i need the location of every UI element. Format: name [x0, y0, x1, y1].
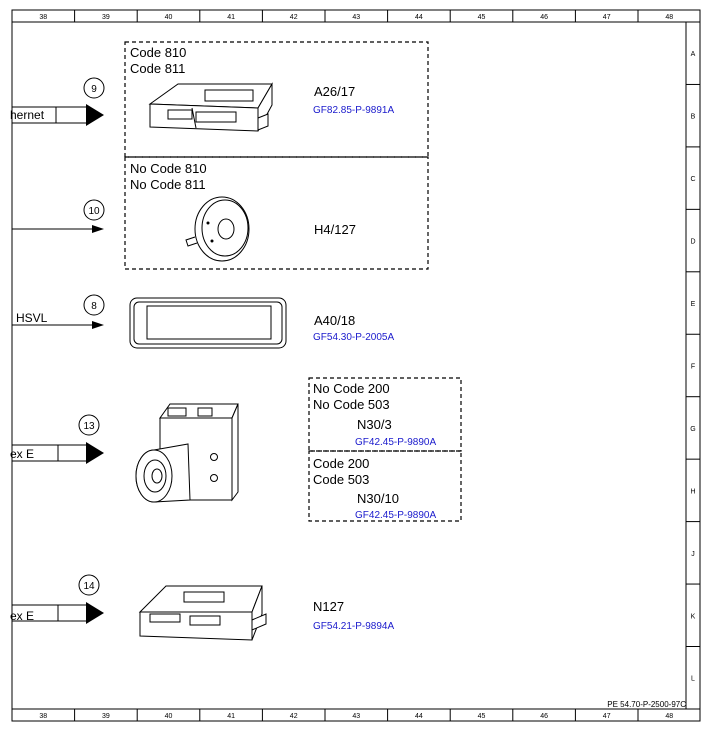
n127-id: N127	[313, 599, 344, 614]
a26-17-reference-link[interactable]: GF82.85-P-9891A	[313, 105, 394, 116]
no-code-810-group-box	[124, 156, 429, 270]
a26-17-module-drawing	[148, 82, 273, 132]
column-label-bottom: 41	[227, 713, 235, 720]
no-code-810-label: No Code 810	[130, 161, 207, 176]
connector-arrow-icon	[86, 602, 104, 624]
connector-arrow-icon	[86, 442, 104, 464]
row-label: L	[691, 676, 695, 683]
connection-label-9: hernet	[10, 108, 45, 122]
no-code-503-label: No Code 503	[313, 397, 390, 412]
column-label-top: 40	[165, 14, 173, 21]
connection-number-14: 14	[83, 581, 95, 592]
connection-number-9: 9	[91, 84, 97, 95]
n127-reference-link[interactable]: GF54.21-P-9894A	[313, 621, 394, 632]
column-label-top: 45	[478, 14, 486, 21]
connection-number-8: 8	[91, 301, 97, 312]
column-label-bottom: 43	[352, 713, 360, 720]
sheet-frame	[11, 9, 701, 722]
row-label: G	[690, 426, 695, 433]
column-label-bottom: 40	[165, 713, 173, 720]
a40-18-reference-link[interactable]: GF54.30-P-2005A	[313, 332, 394, 343]
connection-label-13: ex E	[10, 447, 34, 461]
connection-label-14: ex E	[10, 609, 34, 623]
row-label: D	[690, 239, 695, 246]
column-label-bottom: 38	[39, 713, 47, 720]
n30-3-id: N30/3	[357, 417, 392, 432]
h4-127-id: H4/127	[314, 222, 356, 237]
code-200-group-box	[308, 450, 462, 522]
n30-10-id: N30/10	[357, 491, 399, 506]
column-label-bottom: 48	[665, 713, 673, 720]
code-810-label: Code 810	[130, 45, 186, 60]
column-label-top: 47	[603, 14, 611, 21]
ruler-ticks	[74, 10, 700, 721]
connector-arrow-icon	[86, 104, 104, 126]
column-label-bottom: 42	[290, 713, 298, 720]
column-label-bottom: 44	[415, 713, 423, 720]
connection-number-10: 10	[88, 206, 100, 217]
code-503-label: Code 503	[313, 472, 369, 487]
column-label-top: 44	[415, 14, 423, 21]
row-label: K	[691, 613, 696, 620]
column-label-bottom: 46	[540, 713, 548, 720]
a40-18-id: A40/18	[314, 313, 355, 328]
column-label-bottom: 47	[603, 713, 611, 720]
row-label: C	[690, 176, 695, 183]
n30-10-reference-link[interactable]: GF42.45-P-9890A	[355, 510, 436, 521]
n127-module-drawing	[138, 585, 267, 641]
row-label: J	[691, 551, 695, 558]
connection-bubble-8	[83, 294, 105, 316]
connection-label-8: HSVL	[16, 311, 48, 325]
connector-arrow-icon	[92, 225, 104, 233]
a40-18-display-drawing	[129, 297, 287, 349]
column-label-top: 46	[540, 14, 548, 21]
n30-3-reference-link[interactable]: GF42.45-P-9890A	[355, 437, 436, 448]
column-label-top: 48	[665, 14, 673, 21]
connector-arrow-icon	[92, 321, 104, 329]
row-label: A	[691, 51, 696, 58]
row-label: E	[691, 301, 696, 308]
n30-hydraulic-unit-drawing	[135, 403, 239, 503]
code-810-group-box	[124, 41, 429, 158]
code-200-label: Code 200	[313, 456, 369, 471]
row-label: F	[691, 363, 695, 370]
column-label-top: 42	[290, 14, 298, 21]
column-label-top: 39	[102, 14, 110, 21]
column-label-top: 43	[352, 14, 360, 21]
connection-bubble-13	[78, 414, 100, 436]
no-code-200-group-box	[308, 377, 462, 452]
connection-number-13: 13	[83, 421, 95, 432]
column-label-top: 41	[227, 14, 235, 21]
connection-bubble-10	[83, 199, 105, 221]
document-id: PE 54.70-P-2500-97C	[607, 700, 686, 709]
ruler-labels: 38 38 39 39 40 40 41 41 42 42 43 43 44 44 45 45 46 46 47 47…	[39, 14, 695, 720]
connection-bubble-14	[78, 574, 100, 596]
a26-17-id: A26/17	[314, 84, 355, 99]
row-label: H	[690, 488, 695, 495]
column-label-bottom: 45	[478, 713, 486, 720]
code-811-label: Code 811	[130, 61, 185, 76]
row-label: B	[691, 114, 696, 121]
no-code-200-label: No Code 200	[313, 381, 390, 396]
h4-127-sounder-drawing	[185, 196, 250, 262]
column-label-top: 38	[39, 14, 47, 21]
no-code-811-label: No Code 811	[130, 177, 206, 192]
connection-bubble-9	[83, 77, 105, 99]
column-label-bottom: 39	[102, 713, 110, 720]
